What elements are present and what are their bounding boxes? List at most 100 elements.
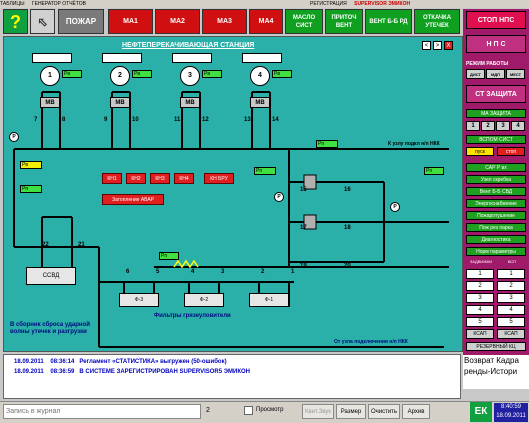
mode-local[interactable]: МЕСТ xyxy=(506,69,525,79)
valve-9[interactable]: 9 xyxy=(104,117,108,123)
valve-11[interactable]: 11 xyxy=(174,117,181,123)
vent-svd-button[interactable]: Вент Б-Б СВД xyxy=(466,187,526,196)
aux-cell-1[interactable]: 1 xyxy=(497,269,525,279)
valve-cell-5[interactable]: 5 xyxy=(466,317,494,327)
menu-report-generator[interactable]: ГЕНЕРАТОР ОТЧЁТОВ xyxy=(31,1,86,7)
stop-button[interactable]: стоп xyxy=(497,147,525,156)
kn1-button[interactable]: КН1 xyxy=(102,173,122,184)
rp-indicator-left: Рп xyxy=(20,185,42,193)
menu-tables[interactable]: ТАБЛИЦЫ xyxy=(0,1,25,7)
journal-input[interactable] xyxy=(3,404,201,419)
valve-1[interactable]: 1 xyxy=(291,269,295,275)
fire-reserve-button[interactable]: Пож рез парка xyxy=(466,223,526,232)
filter-3[interactable]: Ф-3 xyxy=(119,293,159,307)
fire-button[interactable]: ПОЖАР xyxy=(58,9,104,34)
cursor-icon[interactable]: ⬁ xyxy=(30,9,55,34)
aux-cell-2[interactable]: 2 xyxy=(497,281,525,291)
aux-systems-button[interactable]: ВСПОМ СИСТ xyxy=(466,135,526,144)
ma3-button[interactable]: МА3 xyxy=(202,9,247,34)
close-icon[interactable]: X xyxy=(444,41,453,50)
sar-button[interactable]: САР Р вх xyxy=(466,163,526,172)
valve-12[interactable]: 12 xyxy=(202,117,209,123)
mv-2[interactable]: МВ xyxy=(110,97,130,108)
scraper-unit-button[interactable]: Узел скребка xyxy=(466,175,526,184)
valve-3[interactable]: 3 xyxy=(221,269,225,275)
aux-cell-3[interactable]: 3 xyxy=(497,293,525,303)
ma1-button[interactable]: МА1 xyxy=(108,9,153,34)
mv-4[interactable]: МВ xyxy=(250,97,270,108)
filter-2[interactable]: Ф-2 xyxy=(184,293,224,307)
valve-17[interactable]: 17 xyxy=(300,225,307,231)
valve-13[interactable]: 13 xyxy=(244,117,251,123)
help-icon[interactable]: ? xyxy=(3,9,28,34)
vent-bb-button[interactable]: ВЕНТ Б-Б РД xyxy=(365,9,412,34)
archive-button[interactable]: Архив xyxy=(402,404,430,419)
ssvd-tank[interactable]: ССВД xyxy=(26,267,76,285)
valve-22[interactable]: 22 xyxy=(42,242,49,248)
prev-icon[interactable]: < xyxy=(422,41,431,50)
clear-button[interactable]: Очистить xyxy=(368,404,400,419)
ma4-button[interactable]: МА4 xyxy=(249,9,283,34)
next-icon[interactable]: > xyxy=(433,41,442,50)
stop-nps-button[interactable]: СТОП НПС xyxy=(466,11,526,29)
aux-cell-4[interactable]: 4 xyxy=(497,305,525,315)
valve-21[interactable]: 21 xyxy=(78,242,85,248)
log-row-2[interactable]: 18.09.2011 08:36:59 В СИСТЕМЕ ЗАРЕГИСТРИ… xyxy=(14,369,250,375)
valve-4[interactable]: 4 xyxy=(191,269,195,275)
size-button[interactable]: Размер xyxy=(336,404,366,419)
registration-info: РЕГИСТРАЦИЯ SUPERVISOR ЭМИКОН xyxy=(310,1,411,7)
valve-19[interactable]: 19 xyxy=(300,263,307,269)
aux-cell-5[interactable]: 5 xyxy=(497,317,525,327)
pump-1[interactable]: 1 xyxy=(40,66,60,86)
kn3-button[interactable]: КН3 xyxy=(150,173,170,184)
ack-sound-button[interactable]: Квит.Звук xyxy=(302,404,334,419)
kn2-button[interactable]: КН2 xyxy=(126,173,146,184)
valve-8[interactable]: 8 xyxy=(62,117,66,123)
valve-14[interactable]: 14 xyxy=(272,117,279,123)
pump-3[interactable]: 3 xyxy=(180,66,200,86)
valve-18[interactable]: 18 xyxy=(344,225,351,231)
flood-alarm-button[interactable]: Затопление АВАР xyxy=(102,194,164,205)
supply-vent-button[interactable]: ПРИТОЧ ВЕНТ xyxy=(325,9,363,34)
fire-fighting-button[interactable]: Пожаротушение xyxy=(466,211,526,220)
ma-1[interactable]: 1 xyxy=(466,121,480,131)
valve-cell-3[interactable]: 3 xyxy=(466,293,494,303)
mode-remote[interactable]: ДИСТ xyxy=(466,69,485,79)
valve-10[interactable]: 10 xyxy=(132,117,139,123)
valve-cell-1[interactable]: 1 xyxy=(466,269,494,279)
valve-cell-2[interactable]: 2 xyxy=(466,281,494,291)
ma-3[interactable]: 3 xyxy=(496,121,510,131)
ma-2[interactable]: 2 xyxy=(481,121,495,131)
ksap-button-2[interactable]: КСАП xyxy=(497,329,525,339)
mv-3[interactable]: МВ xyxy=(180,97,200,108)
norm-params-button[interactable]: Норм параметры xyxy=(466,247,526,256)
start-button[interactable]: пуск xyxy=(466,147,494,156)
station-protection-button[interactable]: СТ ЗАЩИТА xyxy=(466,85,526,103)
filter-1[interactable]: Ф-1 xyxy=(249,293,289,307)
kn-bru-button[interactable]: КН БРУ xyxy=(204,173,234,184)
ma2-button[interactable]: МА2 xyxy=(155,9,200,34)
oil-system-button[interactable]: МАСЛО СИСТ xyxy=(285,9,323,34)
diagnostics-button[interactable]: Диагностика xyxy=(466,235,526,244)
mode-mdp[interactable]: МДП xyxy=(486,69,505,79)
valve-5[interactable]: 5 xyxy=(156,269,160,275)
log-row-1[interactable]: 18.09.2011 08:36:14 Регламент «СТАТИСТИК… xyxy=(14,359,227,365)
pump-2[interactable]: 2 xyxy=(110,66,130,86)
nps-button[interactable]: Н П С xyxy=(466,35,526,53)
valve-16[interactable]: 16 xyxy=(344,187,351,193)
ksap-button-1[interactable]: КСАП xyxy=(466,329,494,339)
valve-cell-4[interactable]: 4 xyxy=(466,305,494,315)
kn4-button[interactable]: КН4 xyxy=(174,173,194,184)
power-supply-button[interactable]: Энергоснабжение xyxy=(466,199,526,208)
valve-15[interactable]: 15 xyxy=(300,187,307,193)
valve-20[interactable]: 20 xyxy=(344,263,351,269)
view-checkbox[interactable] xyxy=(244,406,253,415)
valve-2[interactable]: 2 xyxy=(261,269,265,275)
valve-6[interactable]: 6 xyxy=(126,269,130,275)
ma-4[interactable]: 4 xyxy=(511,121,525,131)
pump-4[interactable]: 4 xyxy=(250,66,270,86)
mv-1[interactable]: МВ xyxy=(40,97,60,108)
leak-pump-button[interactable]: ОТКАЧКА УТЕЧЕК xyxy=(414,9,460,34)
reserve-kc-button[interactable]: РЕЗЕРВНЫЙ КЦ xyxy=(466,342,526,351)
valve-7[interactable]: 7 xyxy=(34,117,38,123)
